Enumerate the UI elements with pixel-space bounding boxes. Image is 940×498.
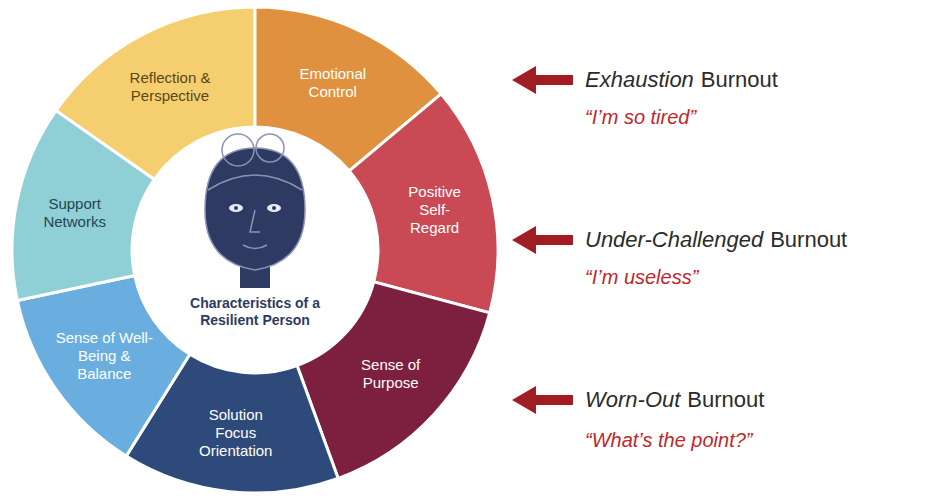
burnout-word: Burnout	[687, 387, 764, 413]
segment-label: Emotional Control	[283, 65, 383, 101]
segment-label: Positive Self-Regard	[398, 183, 472, 237]
segment-label: Sense of Well-Being & Balance	[54, 329, 154, 383]
segment-fill	[349, 94, 498, 313]
segment-label: Solution Focus Orientation	[188, 406, 284, 460]
burnout-word: Burnout	[770, 227, 847, 253]
segment-fill	[17, 276, 190, 457]
segment-label: Sense of Purpose	[346, 356, 436, 392]
segment-shape	[5, 5, 505, 495]
segment-fill	[12, 111, 154, 301]
burnout-heading: Exhaustion Burnout	[585, 67, 778, 93]
burnout-quote: “What’s the point?”	[585, 429, 753, 452]
burnout-type: Under-Challenged	[585, 227, 763, 253]
burnout-heading: Worn-Out Burnout	[585, 387, 764, 413]
head-illustration	[205, 134, 305, 288]
center-caption: Characteristics of a Resilient Person	[170, 295, 340, 329]
burnout-quote: “I’m useless”	[585, 266, 698, 289]
burnout-word: Burnout	[701, 67, 778, 93]
burnout-type: Worn-Out	[585, 387, 680, 413]
burnout-quote: “I’m so tired”	[585, 106, 696, 129]
pointer-arrows	[512, 66, 573, 414]
center-disc	[134, 129, 376, 371]
burnout-type: Exhaustion	[585, 67, 694, 93]
segment-label: Support Networks	[30, 195, 120, 231]
segment-label: Reflection & Perspective	[118, 69, 222, 105]
ring-segment: Support Networks	[5, 5, 505, 495]
burnout-heading: Under-Challenged Burnout	[585, 227, 847, 253]
